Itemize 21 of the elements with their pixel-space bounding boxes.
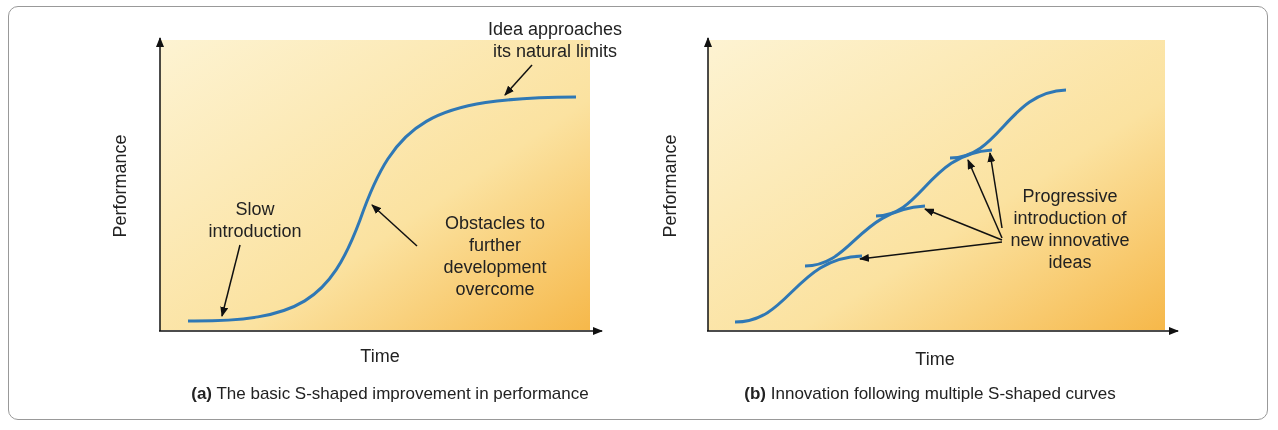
- axis-title: Time: [359, 345, 401, 367]
- callout-text: Obstacles to further development overcome: [420, 212, 570, 300]
- s-curve: [875, 148, 993, 218]
- leader-line: [371, 204, 418, 247]
- leader-line: [504, 64, 533, 96]
- callout-text: Slow introduction: [195, 198, 315, 242]
- axis-title: Time: [914, 348, 956, 370]
- s-curve: [734, 254, 863, 324]
- leader-line: [987, 152, 1003, 229]
- caption: (a) The basic S-shaped improvement in performance: [190, 383, 590, 405]
- leader-line: [220, 244, 241, 317]
- s-curve: [804, 204, 926, 268]
- callout-text: Idea approaches its natural limits: [480, 18, 630, 62]
- axis-title: Performance: [109, 133, 131, 240]
- s-curve: [949, 88, 1067, 160]
- leader-line: [967, 159, 1003, 239]
- caption: (b) Innovation following multiple S-shaped curves: [743, 383, 1117, 405]
- axis-title: Performance: [659, 133, 681, 240]
- leader-line: [924, 208, 1003, 241]
- callout-text: Progressive introduction of new innovative ideas: [1005, 185, 1135, 273]
- leader-line: [859, 241, 1003, 262]
